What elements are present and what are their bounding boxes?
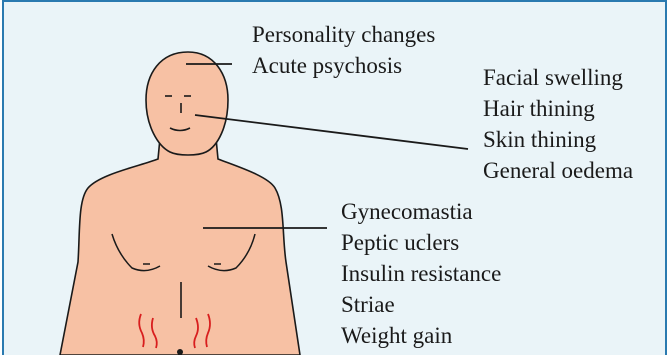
head-labels-group: Personality changes Acute psychosis [252,23,435,85]
label-insulin-resistance: Insulin resistance [341,262,501,285]
head-shape [146,52,228,155]
body-labels-group: Gynecomastia Peptic uclers Insulin resis… [341,200,501,355]
label-personality-changes: Personality changes [252,23,435,46]
label-acute-psychosis: Acute psychosis [252,54,435,77]
navel [177,349,183,355]
label-skin-thining: Skin thining [483,128,633,151]
label-general-oedema: General oedema [483,159,633,182]
label-striae: Striae [341,293,501,316]
label-weight-gain: Weight gain [341,324,501,347]
label-peptic-uclers: Peptic uclers [341,231,501,254]
label-facial-swelling: Facial swelling [483,66,633,89]
label-gynecomastia: Gynecomastia [341,200,501,223]
face-labels-group: Facial swelling Hair thining Skin thinin… [483,66,633,190]
label-hair-thining: Hair thining [483,97,633,120]
